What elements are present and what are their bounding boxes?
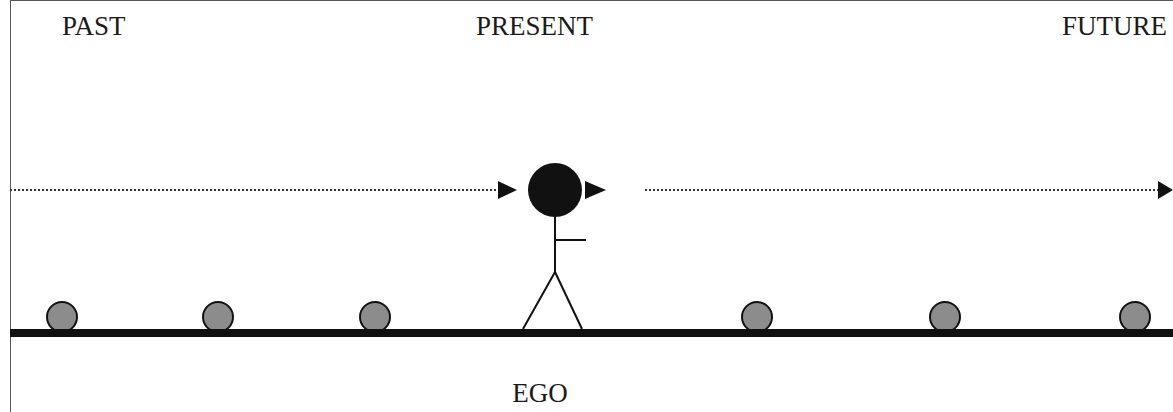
facing-arrowhead: [585, 181, 606, 199]
arrowhead: [1158, 181, 1173, 199]
time-label: PAST: [62, 13, 126, 40]
event-ball: [360, 302, 390, 332]
time-label: PRESENT: [476, 13, 593, 40]
event-ball: [930, 302, 960, 332]
ego-head: [528, 163, 582, 217]
arrowhead: [498, 181, 517, 199]
timeline-ground: [10, 329, 1173, 337]
event-ball: [47, 302, 77, 332]
frame: [11, 1, 1173, 412]
time-arrow-line: [10, 189, 500, 191]
ego-arm: [555, 239, 586, 241]
event-ball: [1120, 302, 1150, 332]
time-label: FUTURE: [1062, 13, 1167, 40]
ego-label: EGO: [512, 380, 568, 407]
event-ball: [203, 302, 233, 332]
time-arrow-line: [645, 189, 1160, 191]
ego-leg: [523, 272, 555, 329]
ego-body: [554, 217, 556, 272]
ego-leg: [555, 272, 582, 329]
event-ball: [742, 302, 772, 332]
